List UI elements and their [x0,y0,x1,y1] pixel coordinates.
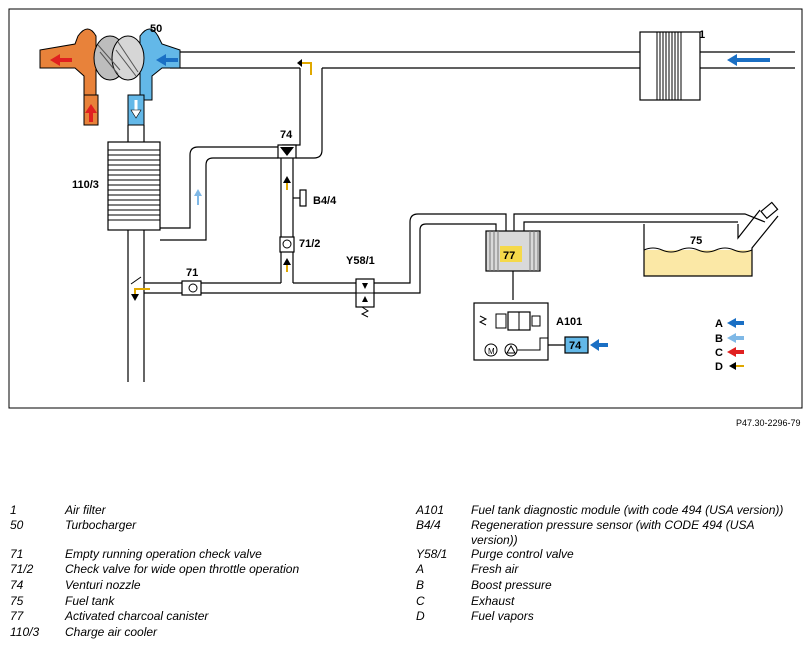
check-valve-empty [181,280,202,296]
legend-desc: Exhaust [471,594,515,608]
legend-desc: Venturi nozzle [65,578,141,592]
legend-desc: Fuel tank diagnostic module (with code 4… [471,503,784,517]
label-diag-module: A101 [556,316,582,328]
legend-item: 71/2 Check valve for wide open throttle o… [10,562,390,577]
charge-air-cooler [107,141,161,231]
diagnostic-module: M [473,302,549,361]
legend-desc: Boost pressure [471,578,552,592]
label-fuel-tank: 75 [690,235,702,247]
system-diagram: 1 50 [8,8,803,409]
legend-desc: Charge air cooler [65,625,158,639]
label-turbocharger: 50 [150,23,162,35]
legend-desc: Fuel vapors [471,609,534,623]
legend-code: A [416,562,425,576]
check-valve-wot [279,236,295,253]
legend-code: C [416,594,425,608]
vapor-horizontal-line [144,282,356,294]
legend-item: A Fresh air [416,562,806,577]
legend-code: 110/3 [10,625,40,639]
arrow-vapor-cooler [131,288,150,301]
legend-desc: Air filter [65,503,106,517]
arrow-boost-up [194,189,202,205]
legend-code: 74 [10,578,24,592]
legend-item: 50 Turbocharger [10,518,390,533]
legend-desc: Regeneration pressure sensor (with CODE … [471,518,755,547]
label-canister: 77 [503,250,515,262]
arrow-fresh-air-turbo [156,54,178,66]
legend-item: 77 Activated charcoal canister [10,609,390,624]
legend-code: B [416,578,425,592]
legend-code: 50 [10,518,24,532]
arrow-exhaust-in [85,104,97,122]
arrow-vapor-up-1 [283,176,291,190]
legend-desc: Empty running operation check valve [65,547,262,561]
arrow-vapor-up-2 [283,258,291,272]
legend-code: 71 [10,547,24,561]
legend-code: A101 [416,503,445,517]
turbocharger [39,28,181,126]
flow-legend-a: A [715,318,723,330]
flow-legend-b: B [715,333,723,345]
cooler-pipes [127,125,145,382]
legend-item: A101 Fuel tank diagnostic module (with co… [416,503,806,518]
arrow-fresh-air-inlet [727,54,770,66]
label-check-valve-empty: 71 [186,267,198,279]
charcoal-canister [485,230,541,272]
legend-item: B Boost pressure [416,578,806,593]
legend-desc: Activated charcoal canister [65,609,209,623]
legend-desc: Fresh air [471,562,519,576]
flow-legend-d: D [715,361,723,373]
purge-control-valve [355,278,375,318]
arrow-exhaust-out [50,54,72,66]
diagnostic-venturi [548,336,589,354]
legend-item: 110/3 Charge air cooler [10,625,390,640]
flow-legend-c: C [715,347,723,359]
legend-code: 71/2 [10,562,34,576]
legend-desc: Purge control valve [471,547,574,561]
intake-pipe [170,51,795,69]
label-venturi: 74 [280,129,293,141]
legend-item: 74 Venturi nozzle [10,578,390,593]
regeneration-pressure-sensor [293,189,307,207]
label-sensor: B4/4 [313,195,337,207]
label-diag-venturi: 74 [569,340,582,352]
label-charge-air-cooler: 110/3 [72,179,99,191]
legend-code: B4/4 [416,518,441,532]
canister-tank-line [513,213,766,231]
figure-reference: P47.30-2296-79 [736,418,801,428]
legend-item: B4/4 Regeneration pressure sensor (with C… [416,518,806,548]
venturi-nozzle [277,144,297,159]
legend-code: Y58/1 [416,547,448,561]
purge-canister-line [374,213,507,294]
throttle-flap [130,276,142,285]
boost-line [160,146,278,241]
legend-code: 75 [10,594,24,608]
diagram-frame [8,8,803,409]
legend-desc: Check valve for wide open throttle opera… [65,562,300,576]
legend-code: D [416,609,425,623]
legend-code: 1 [10,503,17,517]
air-filter [639,31,701,101]
legend-item: 71 Empty running operation check valve [10,547,390,562]
label-air-filter: 1 [699,29,705,41]
legend-code: 77 [10,609,24,623]
legend-desc: Turbocharger [65,518,137,532]
arrow-vapor-intake [297,59,312,75]
legend-item: Y58/1 Purge control valve [416,547,806,562]
arrow-fresh-air-diag [590,339,608,351]
legend-item: 1 Air filter [10,503,390,518]
label-check-valve-wot: 71/2 [299,238,320,250]
label-purge-valve: Y58/1 [346,255,375,267]
legend-desc: Fuel tank [65,594,115,608]
legend-item: D Fuel vapors [416,609,806,624]
fuel-tank [643,201,779,277]
flow-legend: A B C D [715,318,744,373]
legend-item: 75 Fuel tank [10,594,390,609]
motor-label: M [488,347,495,356]
legend-item: C Exhaust [416,594,806,609]
arrow-boost-down [130,100,142,119]
